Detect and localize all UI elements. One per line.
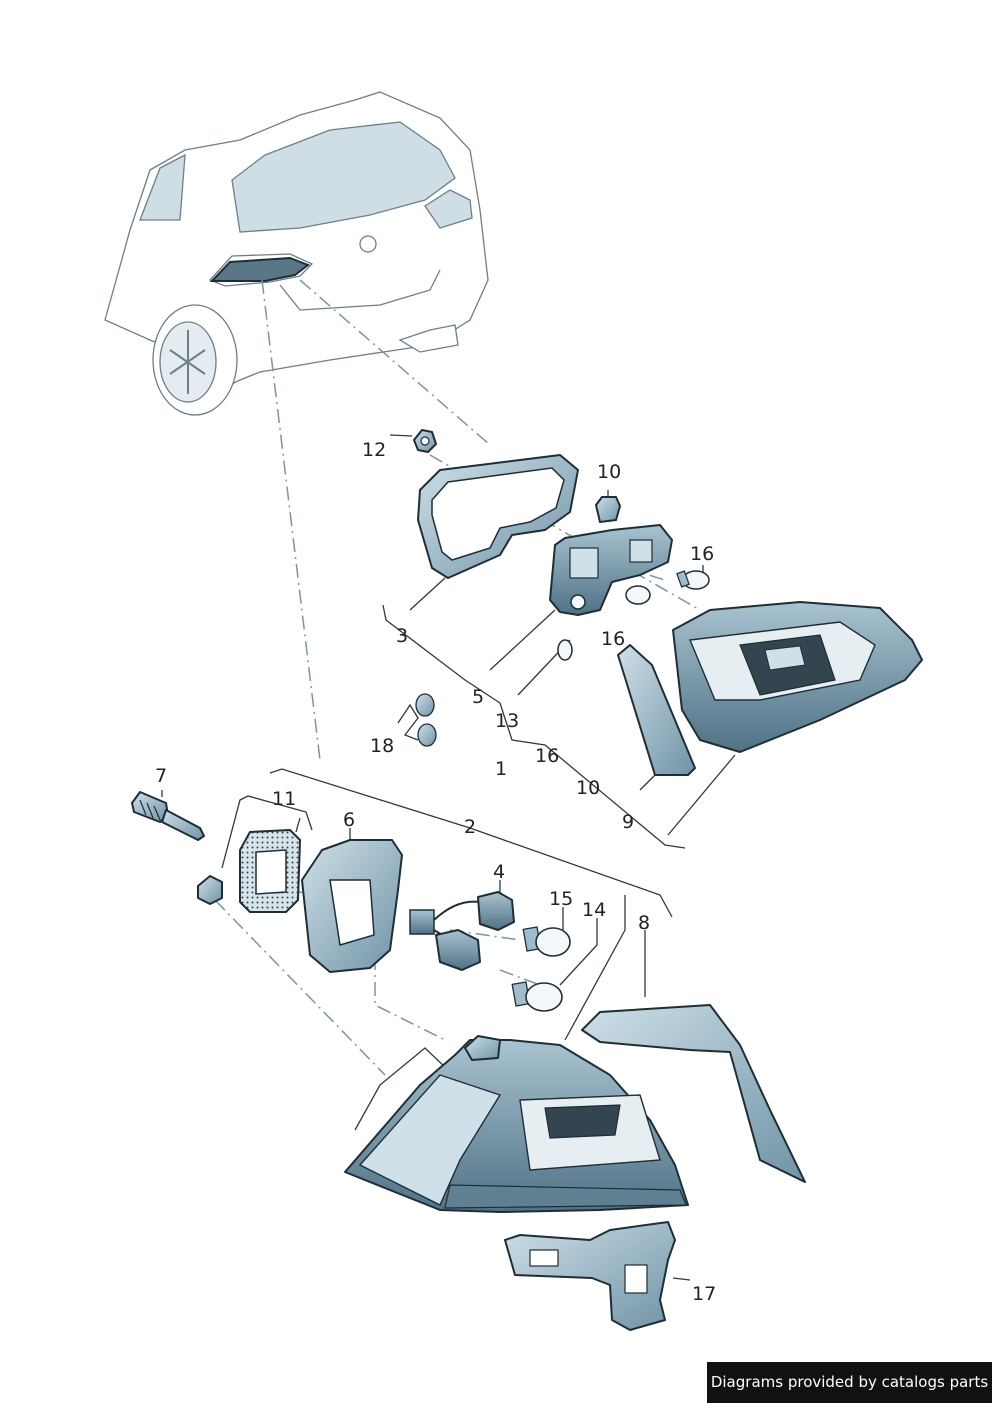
callout-16-mid: 16 [601,628,625,650]
callout-5: 5 [472,686,484,708]
callout-13: 13 [495,710,519,732]
socket-10-top [595,496,621,523]
callout-6: 6 [343,809,355,831]
callout-4: 4 [493,861,505,883]
bolt-7 [131,791,205,841]
callout-11: 11 [272,788,296,810]
reflector-8 [581,1004,806,1183]
nut-12 [413,429,437,453]
car-rear-view [104,91,489,416]
callout-9: 9 [622,811,634,833]
callout-2: 2 [464,816,476,838]
callout-labels: 12 10 16 16 3 5 13 18 16 1 10 9 7 11 6 2… [155,439,716,1305]
callout-3: 3 [396,625,408,647]
callout-8: 8 [638,912,650,934]
callout-12: 12 [362,439,386,461]
bracket-17 [504,1221,676,1331]
bulb-15 [522,926,571,957]
bulb-carrier-5 [549,524,673,616]
cap-18-b [417,723,437,747]
gasket-11 [239,829,301,913]
lower-assembly [131,791,806,1331]
callout-14: 14 [582,899,606,921]
callout-18: 18 [370,735,394,757]
callout-16-right: 16 [690,543,714,565]
footer-credit: Diagrams provided by catalogs parts [707,1362,992,1403]
callout-1: 1 [495,758,507,780]
callout-16-lower: 16 [535,745,559,767]
callout-7: 7 [155,765,167,787]
bulb-14 [511,981,563,1012]
callout-15: 15 [549,888,573,910]
bulb-13 [557,639,573,661]
reflector-9 [617,644,696,776]
nut-lower [197,875,223,905]
callout-10-top: 10 [597,461,621,483]
upper-assembly [413,429,923,776]
outer-lamp-2 [344,1035,689,1213]
housing-6 [301,839,403,973]
inner-lamp-1 [672,601,923,753]
callout-17: 17 [692,1283,716,1305]
cap-18-a [415,693,435,717]
gasket-3 [417,454,579,579]
wiring-4 [409,891,515,971]
callout-10-lower: 10 [576,777,600,799]
bulb-16-mid [625,585,651,605]
